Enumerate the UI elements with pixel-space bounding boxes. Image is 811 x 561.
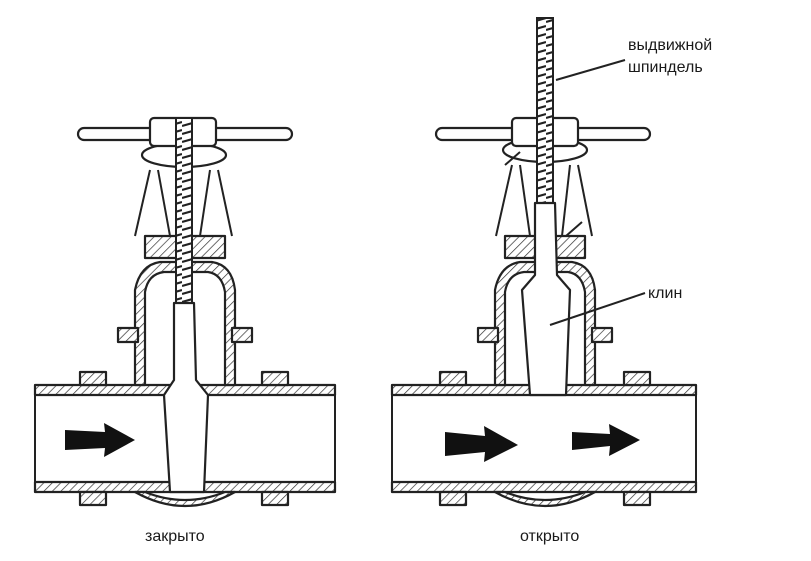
valve-open	[390, 17, 698, 507]
label-wedge: клин	[648, 285, 683, 302]
leader-wedge	[549, 292, 646, 326]
label-rising-stem: выдвижной шпиндель	[628, 35, 712, 79]
wedge-closed	[162, 301, 210, 494]
valve-closed	[33, 116, 337, 507]
stem-open	[536, 17, 554, 204]
body-open	[476, 234, 614, 387]
label-rising-stem-line2: шпиндель	[628, 59, 703, 76]
label-rising-stem-line1: выдвижной	[628, 37, 713, 54]
flow-arrow-closed	[65, 423, 135, 457]
leader-stem	[555, 59, 626, 81]
flow-arrow-open-left	[445, 426, 518, 462]
label-open: открыто	[520, 528, 580, 545]
label-closed: закрыто	[145, 528, 205, 545]
stem-closed	[175, 117, 193, 304]
flow-arrow-open-right	[572, 424, 640, 456]
wedge-open	[520, 201, 572, 397]
